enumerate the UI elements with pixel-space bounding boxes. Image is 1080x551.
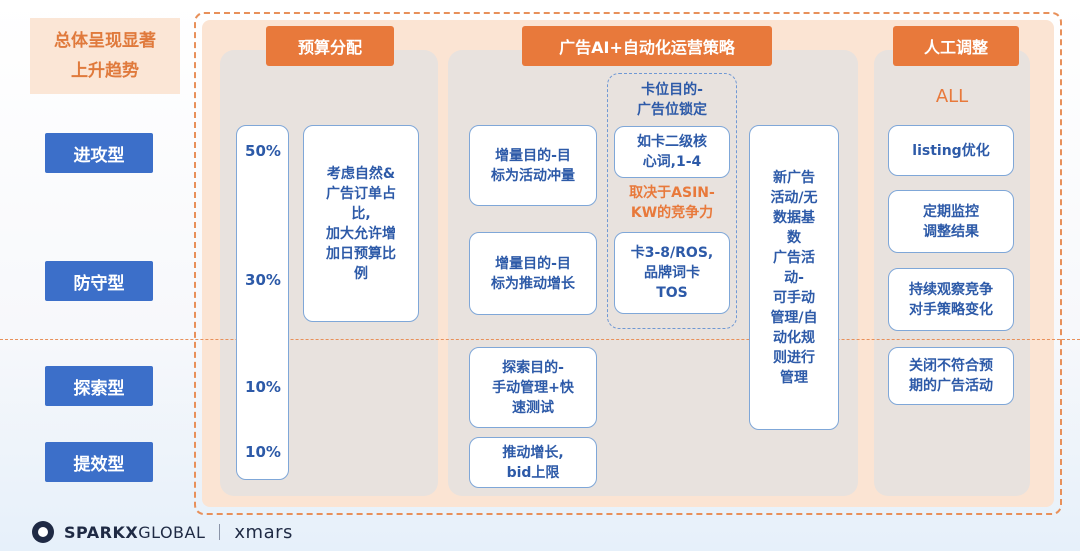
incremental-goal-card-1: 增量目的-目 标为活动冲量 [469,125,597,206]
label-efficiency: 提效型 [45,442,153,482]
manual-item-listing: listing优化 [888,125,1014,176]
positioning-title: 卡位目的- 广告位锁定 [637,82,707,118]
percent-defensive: 30% [245,271,281,289]
header-manual: 人工调整 [893,26,1019,66]
percent-bar [236,125,289,480]
sparkx-logo-icon [32,521,54,543]
positioning-card-core-keywords: 如卡二级核 心词,1-4 [614,126,730,178]
footer-brand: SPARKXGLOBAL xmars [32,518,293,546]
manual-item-monitoring: 定期监控 调整结果 [888,190,1014,253]
positioning-note: 取决于ASIN- KW的竞争力 [629,185,715,221]
label-exploration: 探索型 [45,366,153,406]
incremental-goal-card-2: 增量目的-目 标为推动增长 [469,232,597,315]
brand-xmars: xmars [234,521,293,543]
label-defensive: 防守型 [45,261,153,301]
positioning-card-brand: 卡3-8/ROS, 品牌词卡 TOS [614,232,730,314]
main-frame-border [194,12,1062,515]
manual-item-competitor: 持续观察竞争 对手策略变化 [888,268,1014,331]
new-campaign-card: 新广告 活动/无 数据基 数 广告活 动- 可手动 管理/自 动化规 则进行 管… [749,125,839,430]
brand-separator [219,524,221,540]
summary-slogan: 总体呈现显著 上升趋势 [30,18,180,94]
label-offensive: 进攻型 [45,133,153,173]
percent-offensive: 50% [245,142,281,160]
brand-sparkx: SPARKXGLOBAL [64,522,206,542]
percent-efficiency: 10% [245,443,281,461]
budget-note-card: 考虑自然& 广告订单占 比, 加大允许增 加日预算比 例 [303,125,419,322]
efficiency-goal-card: 推动增长, bid上限 [469,437,597,488]
percent-exploration: 10% [245,378,281,396]
all-label: ALL [935,86,969,107]
header-budget: 预算分配 [266,26,394,66]
section-divider [0,339,1080,340]
manual-item-close-campaigns: 关闭不符合预 期的广告活动 [888,347,1014,405]
positioning-group [607,73,737,329]
header-ai-strategy: 广告AI+自动化运营策略 [522,26,772,66]
exploration-goal-card: 探索目的- 手动管理+快 速测试 [469,347,597,428]
